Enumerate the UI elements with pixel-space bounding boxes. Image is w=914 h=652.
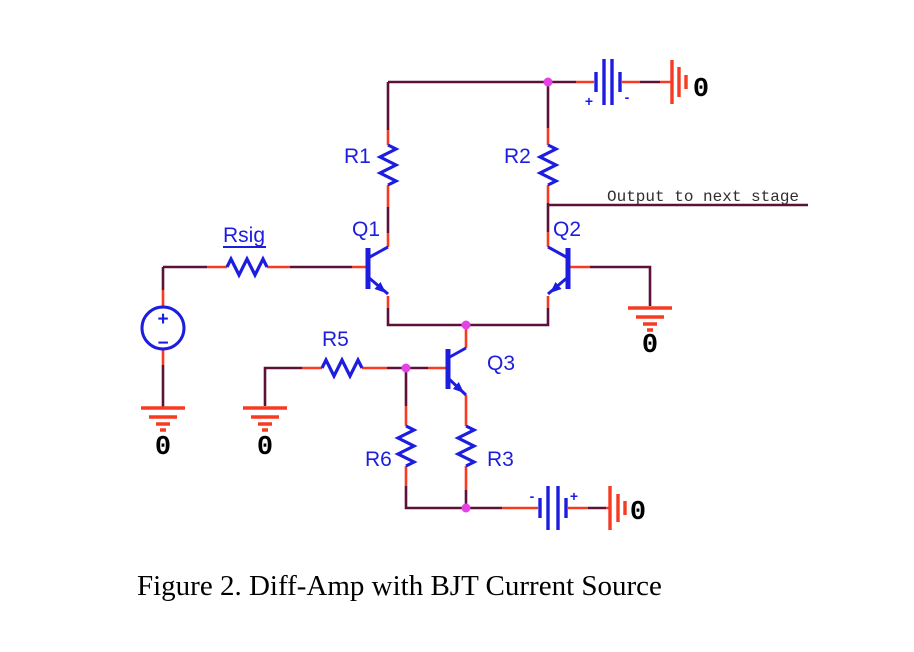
transistor-q3: Q3 [445, 346, 515, 397]
battery-vee-plus: + [570, 488, 578, 504]
resistor-r6-symbol [394, 424, 418, 468]
battery-vee-minus: - [530, 488, 535, 504]
resistor-r1-label: R1 [344, 145, 371, 168]
resistor-r5-symbol [320, 356, 364, 380]
ground-q2-base-symbol [628, 306, 672, 332]
resistor-rsig-label: Rsig [223, 224, 265, 247]
circuit-schematic: R1 R2 Rsig R5 R6 R3 [140, 59, 808, 530]
transistor-q3-collector [447, 346, 467, 360]
output-annotation: Output to next stage [607, 188, 799, 206]
transistor-q1-collector [367, 245, 389, 260]
voltage-source-minus: − [157, 333, 168, 354]
ground-r5: 0 [243, 406, 287, 463]
ground-signal-source: 0 [141, 406, 185, 463]
ground-vee: 0 [608, 486, 646, 530]
resistor-r2: R2 [504, 143, 560, 187]
ground-q2-base-label: 0 [642, 331, 658, 361]
pin-stubs [161, 80, 671, 510]
junction-dot-q3-base [401, 363, 411, 373]
transistor-q2-label: Q2 [553, 218, 581, 241]
ground-signal-source-symbol [141, 406, 185, 432]
battery-vee: - + [530, 486, 578, 530]
transistor-q2: Q2 [547, 218, 581, 296]
transistor-q1-label: Q1 [352, 218, 380, 241]
resistor-r2-label: R2 [504, 145, 531, 168]
resistor-r2-symbol [536, 143, 560, 187]
battery-vcc-plates [594, 59, 622, 105]
junction-dot-vee-rail [461, 503, 471, 513]
signal-voltage-source: + − [140, 305, 186, 354]
junction-dot-emitters [461, 320, 471, 330]
transistor-q1-emitter-arrow [374, 282, 386, 293]
junction-dots [401, 77, 553, 513]
transistor-q2-emitter-arrow [550, 282, 562, 293]
ground-q2-base: 0 [628, 306, 672, 361]
ground-vcc-symbol [670, 60, 688, 104]
battery-vcc-minus: - [625, 89, 630, 105]
ground-vee-symbol [608, 486, 627, 530]
transistor-q3-label: Q3 [487, 352, 515, 375]
battery-vee-plates [538, 486, 568, 530]
voltage-source-plus: + [157, 309, 168, 330]
resistor-rsig: Rsig [223, 224, 269, 279]
ground-r5-label: 0 [257, 433, 273, 463]
resistor-r3-label: R3 [487, 448, 514, 471]
voltage-source-circle [140, 305, 186, 351]
resistor-r5: R5 [320, 328, 364, 380]
resistor-r5-label: R5 [322, 328, 349, 351]
resistor-r6: R6 [365, 424, 418, 471]
ground-vee-label: 0 [630, 498, 646, 528]
transistor-q2-collector [547, 245, 569, 260]
battery-vcc-plus: + [585, 93, 593, 109]
transistor-q1: Q1 [352, 218, 389, 296]
resistor-r1: R1 [344, 143, 400, 187]
resistor-r6-label: R6 [365, 448, 392, 471]
ground-r5-symbol [243, 406, 287, 432]
ground-vcc: 0 [670, 60, 709, 105]
battery-vcc: + - [585, 59, 630, 109]
resistor-r3-symbol [454, 424, 478, 468]
transistor-q3-emitter-arrow [452, 382, 464, 393]
resistor-r1-symbol [376, 143, 400, 187]
junction-dot-vcc-rail [543, 77, 553, 87]
ground-vcc-label: 0 [693, 75, 709, 105]
resistor-r3: R3 [454, 424, 514, 471]
resistor-rsig-symbol [225, 255, 269, 279]
ground-signal-source-label: 0 [155, 433, 171, 463]
figure-caption: Figure 2. Diff-Amp with BJT Current Sour… [137, 570, 662, 602]
